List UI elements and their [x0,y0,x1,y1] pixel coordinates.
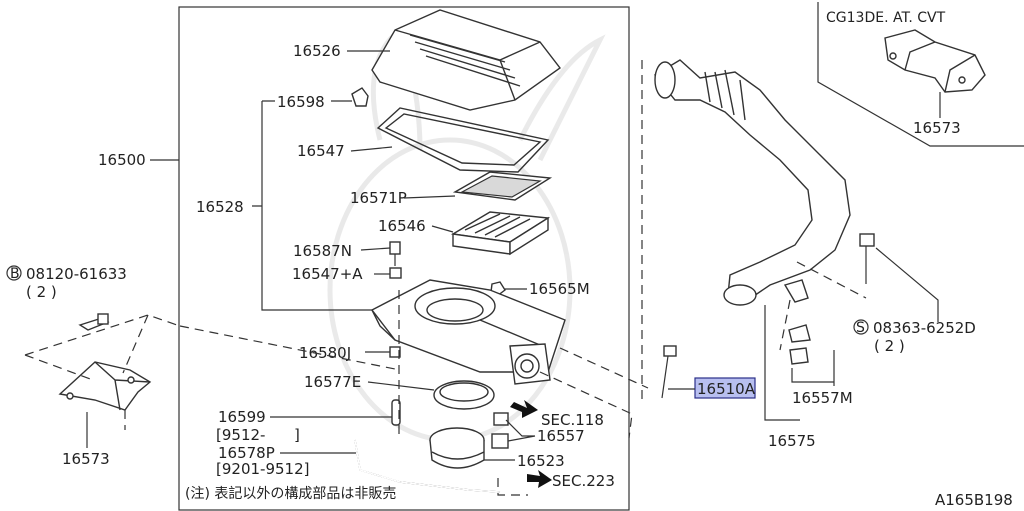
air-cleaner-cover [371,9,561,111]
label-16510a-highlight [694,377,756,399]
label-16546: 16546 [378,217,426,235]
label-08120-61633: 08120-61633 [26,265,127,283]
inset-bracket-drawing [884,29,986,118]
label-16598: 16598 [277,93,325,111]
footnote: (注) 表記以外の構成部品は非販売 [185,485,396,502]
label-16599-date: [9512- ] [216,426,300,444]
clip-16598 [351,87,369,107]
bolt-b [78,313,110,331]
inset-bracket-label: 16573 [913,119,961,137]
label-16599: 16599 [218,408,266,426]
label-08363-qty: ( 2 ) [874,337,905,355]
diagram-code: A165B198 [935,491,1013,509]
arrow-sec-223 [527,470,552,488]
clamp-16577e [433,380,495,410]
label-sec-118: SEC.118 [541,411,604,429]
inset-title: CG13DE. AT. CVT [826,10,946,26]
label-16547: 16547 [297,142,345,160]
screw-s [859,233,875,284]
intake-duct-16575 [653,59,851,306]
label-16565m: 16565M [529,280,590,298]
seal-16547 [376,107,550,173]
label-16526: 16526 [293,42,341,60]
assembly-frame [178,6,630,511]
label-16528: 16528 [196,198,244,216]
label-08363-6252d: 08363-6252D [873,319,976,337]
label-16578p-date: [9201-9512] [216,460,309,478]
label-16578p: 16578P [218,444,275,462]
label-16580j: 16580J [299,344,351,362]
label-16547a: 16547+A [292,265,363,283]
element-16546 [450,211,551,256]
arrow-sec-118 [510,400,538,418]
label-08120-qty: ( 2 ) [26,283,57,301]
nut-16587n [389,241,401,266]
grommet-16557m [788,324,811,365]
bolt-16510a [661,345,677,399]
duct-16523 [429,427,485,469]
label-16573-left: 16573 [62,450,110,468]
label-16577e: 16577E [304,373,361,391]
circled-s: S [856,320,865,336]
bracket-left-16573 [58,361,152,411]
label-16575: 16575 [768,432,816,450]
label-16557: 16557 [537,427,585,445]
label-16587n: 16587N [293,242,352,260]
label-16571p: 16571P [350,189,407,207]
label-sec-223: SEC.223 [552,472,615,490]
label-16500: 16500 [98,151,146,169]
label-16523: 16523 [517,452,565,470]
air-cleaner-body [370,279,566,385]
filter-16571p [452,171,553,201]
circled-b: B [10,266,20,282]
inset-frame [817,2,1024,147]
label-16557m: 16557M [792,389,853,407]
label-16510a: 16510A [697,380,756,398]
